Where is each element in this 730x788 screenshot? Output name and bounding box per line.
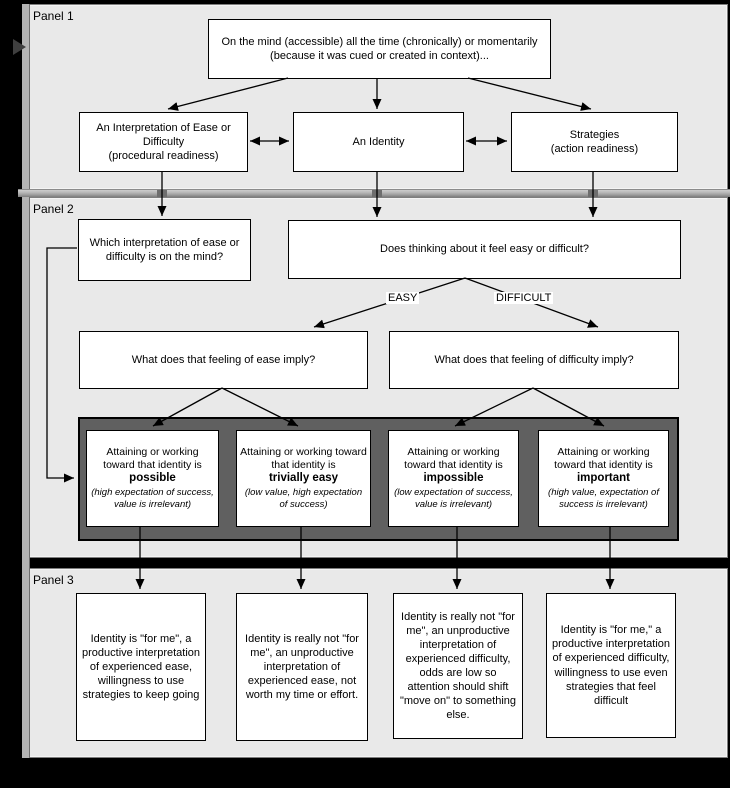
- node-possible-prefix: Attaining or working toward that identit…: [103, 446, 202, 472]
- panel-1-label: Panel 1: [33, 9, 74, 23]
- node-trivially-keyword: trivially easy: [268, 472, 339, 485]
- node-important-note: (high value, expectation of success is i…: [548, 487, 659, 511]
- node-an-identity-text: An Identity: [352, 135, 405, 148]
- panel-splitter[interactable]: [18, 189, 730, 197]
- node-on-the-mind-text: On the mind (accessible) all the time (c…: [221, 35, 538, 62]
- outcome-box-productive-ease: Identity is "for me", a productive inter…: [76, 593, 206, 741]
- node-possible-note: (high expectation of success, value is i…: [91, 487, 214, 511]
- node-interpretation-of-ease: An Interpretation of Ease or Difficulty …: [79, 112, 248, 172]
- node-possible-keyword: possible: [129, 472, 176, 485]
- node-does-thinking-feel-text: Does thinking about it feel easy or diff…: [380, 243, 589, 256]
- outcome-box-productive-difficulty-text: Identity is "for me," a productive inter…: [552, 624, 671, 707]
- panel-3: Panel 3 Identity is "for me", a producti…: [22, 568, 728, 758]
- node-identity-possible: Attaining or working toward that identit…: [86, 430, 219, 527]
- node-identity-impossible: Attaining or working toward that identit…: [388, 430, 519, 527]
- panel-1: Panel 1 On the mind (accessible) all the…: [22, 4, 728, 190]
- interpretation-band: Attaining or working toward that identit…: [78, 417, 679, 541]
- node-does-thinking-feel: Does thinking about it feel easy or diff…: [288, 220, 681, 279]
- node-on-the-mind: On the mind (accessible) all the time (c…: [208, 19, 551, 79]
- node-interpretation-subtitle: (procedural readiness): [108, 150, 219, 163]
- node-difficulty-imply: What does that feeling of difficulty imp…: [389, 331, 679, 389]
- node-difficulty-imply-text: What does that feeling of difficulty imp…: [434, 353, 634, 366]
- node-identity-important: Attaining or working toward that identit…: [538, 430, 669, 527]
- node-trivially-prefix: Attaining or working toward that identit…: [240, 446, 367, 472]
- node-ease-imply: What does that feeling of ease imply?: [79, 331, 368, 389]
- branch-label-easy: EASY: [386, 292, 420, 304]
- outcome-box-unproductive-difficulty-text: Identity is really not "for me", an unpr…: [399, 610, 517, 722]
- outcome-box-unproductive-ease-text: Identity is really not "for me", an unpr…: [245, 632, 359, 702]
- left-gutter: [22, 4, 30, 758]
- panel-3-label: Panel 3: [33, 573, 74, 587]
- node-which-interpretation: Which interpretation of ease or difficul…: [78, 219, 251, 281]
- branch-label-difficult: DIFFICULT: [494, 292, 554, 304]
- panel-2-label: Panel 2: [33, 202, 74, 216]
- outcome-box-productive-ease-text: Identity is "for me", a productive inter…: [82, 632, 201, 702]
- node-trivially-note: (low value, high expectation of success): [244, 487, 363, 511]
- splitter-notch: [372, 190, 382, 197]
- node-important-keyword: important: [576, 472, 631, 485]
- node-important-prefix: Attaining or working toward that identit…: [554, 446, 653, 472]
- node-impossible-keyword: impossible: [423, 472, 484, 485]
- node-impossible-prefix: Attaining or working toward that identit…: [404, 446, 503, 472]
- outcome-box-productive-difficulty: Identity is "for me," a productive inter…: [546, 593, 676, 738]
- outcome-box-unproductive-difficulty: Identity is really not "for me", an unpr…: [393, 593, 523, 739]
- outcome-box-unproductive-ease: Identity is really not "for me", an unpr…: [236, 593, 368, 741]
- node-identity-trivially-easy: Attaining or working toward that identit…: [236, 430, 371, 527]
- node-interpretation-title: An Interpretation of Ease or Difficulty: [96, 121, 231, 148]
- node-strategies: Strategies (action readiness): [511, 112, 678, 172]
- splitter-notch: [588, 190, 598, 197]
- splitter-notch: [157, 190, 167, 197]
- node-strategies-subtitle: (action readiness): [550, 143, 639, 155]
- node-strategies-title: Strategies: [569, 128, 620, 141]
- node-ease-imply-text: What does that feeling of ease imply?: [131, 353, 316, 366]
- panel-2: Panel 2 Which interpretation of ease or …: [22, 197, 728, 558]
- collapse-arrow-icon[interactable]: [13, 39, 26, 55]
- node-impossible-note: (low expectation of success, value is ir…: [394, 487, 513, 511]
- node-an-identity: An Identity: [293, 112, 464, 172]
- node-which-interpretation-text: Which interpretation of ease or difficul…: [89, 236, 240, 263]
